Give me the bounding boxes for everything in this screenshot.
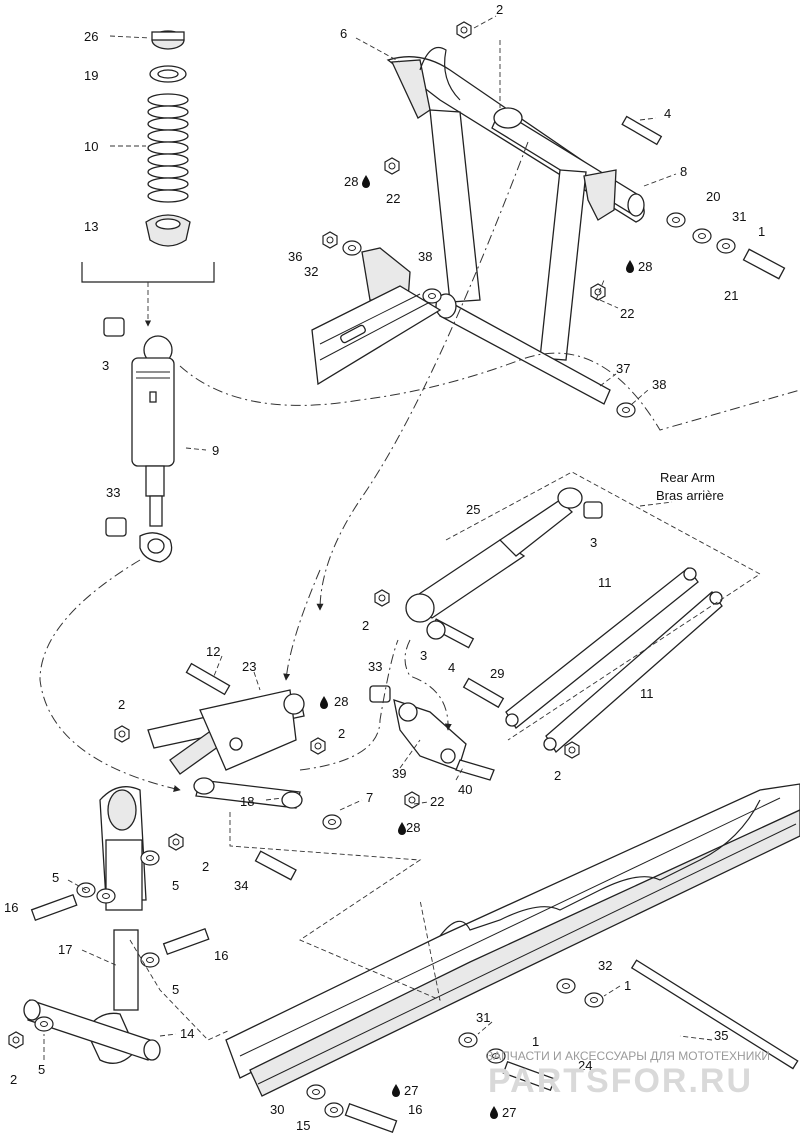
callout-20: 20 (706, 189, 720, 204)
leader-lines (43, 15, 713, 1060)
oil-drop-icon (398, 822, 406, 835)
callout-33: 33 (368, 659, 382, 674)
callout-24: 24 (578, 1058, 592, 1073)
callout-5: 5 (172, 982, 179, 997)
callout-15: 15 (296, 1118, 310, 1133)
linkage-assembly (114, 662, 495, 881)
callout-4: 4 (664, 106, 671, 121)
callout-35: 35 (714, 1028, 728, 1043)
callout-25: 25 (466, 502, 480, 517)
rear-arm-label-fr: Bras arrière (656, 488, 724, 503)
callout-2: 2 (118, 697, 125, 712)
callout-28: 28 (334, 694, 348, 709)
callout-26: 26 (84, 29, 98, 44)
callout-19: 19 (84, 68, 98, 83)
callout-2: 2 (10, 1072, 17, 1087)
callout-11: 11 (598, 575, 612, 590)
callout-22: 22 (386, 191, 400, 206)
callout-32: 32 (598, 958, 612, 973)
callout-22: 22 (620, 306, 634, 321)
callout-10: 10 (84, 139, 98, 154)
callout-38: 38 (652, 377, 666, 392)
callout-23: 23 (242, 659, 256, 674)
callout-11: 11 (640, 686, 654, 701)
callout-7: 7 (366, 790, 373, 805)
callout-1: 1 (624, 978, 631, 993)
callout-12: 12 (206, 644, 220, 659)
oil-drop-icon (320, 696, 328, 709)
watermark-logo: PARTSFOR.RU (488, 1062, 753, 1100)
callout-28: 28 (344, 174, 358, 189)
front-arm-hardware (322, 21, 786, 418)
callout-33: 33 (106, 485, 120, 500)
callout-8: 8 (680, 164, 687, 179)
callout-4: 4 (448, 660, 455, 675)
oil-drop-icon (392, 1084, 400, 1097)
callout-40: 40 (458, 782, 472, 797)
oil-drop-icon (490, 1106, 498, 1119)
callout-21: 21 (724, 288, 738, 303)
callout-18: 18 (240, 794, 254, 809)
callout-27: 27 (404, 1083, 418, 1098)
callout-1: 1 (532, 1034, 539, 1049)
callout-29: 29 (490, 666, 504, 681)
callout-1: 1 (758, 224, 765, 239)
callout-37: 37 (616, 361, 630, 376)
slide-rails (225, 783, 800, 1134)
callout-9: 9 (212, 443, 219, 458)
callout-30: 30 (270, 1102, 284, 1117)
assembly-paths (39, 141, 800, 1041)
callout-3: 3 (590, 535, 597, 550)
oil-drop-icon (362, 175, 370, 188)
callout-16: 16 (214, 948, 228, 963)
callout-6: 6 (340, 26, 347, 41)
watermark: ЗАПЧАСТИ И АКСЕССУАРЫ ДЛЯ МОТОТЕХНИКИ PA… (486, 1049, 770, 1100)
callout-13: 13 (84, 219, 98, 234)
callout-31: 31 (476, 1010, 490, 1025)
callout-27: 27 (502, 1105, 516, 1120)
callout-2: 2 (362, 618, 369, 633)
callout-34: 34 (234, 878, 248, 893)
callout-2: 2 (202, 859, 209, 874)
callout-22: 22 (430, 794, 444, 809)
rear-shock-assembly (374, 487, 603, 649)
watermark-tagline: ЗАПЧАСТИ И АКСЕССУАРЫ ДЛЯ МОТОТЕХНИКИ (486, 1049, 770, 1063)
oil-drop-icon (626, 260, 634, 273)
callout-5: 5 (172, 878, 179, 893)
callout-3: 3 (420, 648, 427, 663)
callout-14: 14 (180, 1026, 194, 1041)
callout-3: 3 (102, 358, 109, 373)
callout-17: 17 (58, 942, 72, 957)
callout-31: 31 (732, 209, 746, 224)
callout-16: 16 (408, 1102, 422, 1117)
callout-32: 32 (304, 264, 318, 279)
callout-labels: 26 19 10 13 3 9 33 6 2 4 28 22 8 20 31 1… (4, 2, 765, 1133)
callout-39: 39 (392, 766, 406, 781)
callout-5: 5 (52, 870, 59, 885)
ski-leg-assembly (8, 786, 210, 1064)
callout-5: 5 (38, 1062, 45, 1077)
spring (147, 93, 189, 203)
callout-28: 28 (406, 820, 420, 835)
front-arm-assembly (311, 46, 645, 405)
callout-16: 16 (4, 900, 18, 915)
callout-28: 28 (638, 259, 652, 274)
callout-2: 2 (554, 768, 561, 783)
front-shock-assembly (81, 30, 215, 563)
callout-36: 36 (288, 249, 302, 264)
rear-arm-links (445, 471, 761, 759)
callout-38: 38 (418, 249, 432, 264)
callout-2: 2 (338, 726, 345, 741)
callout-2: 2 (496, 2, 503, 17)
rear-arm-label: Rear Arm (660, 470, 715, 485)
